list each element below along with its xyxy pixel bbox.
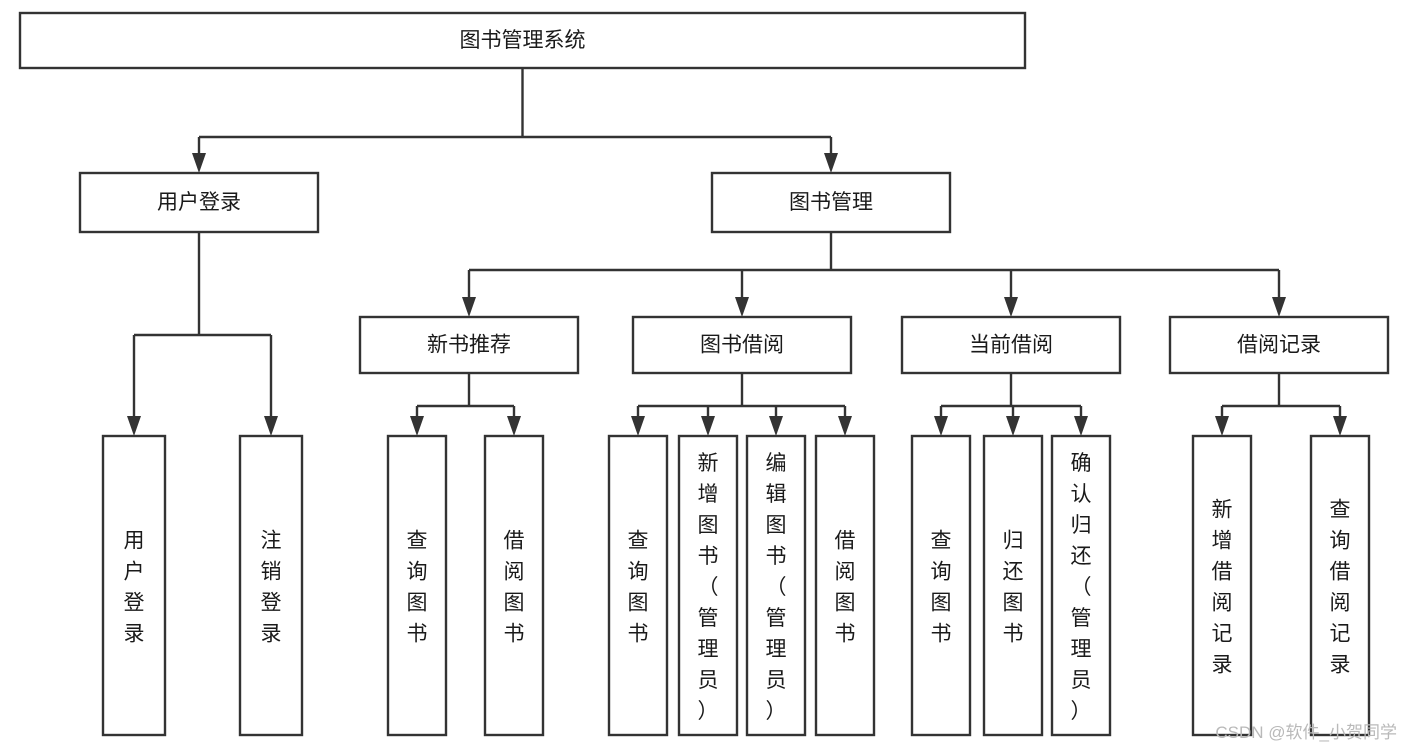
node-box-leaf-user-login[interactable] — [101, 434, 167, 737]
node-label-leaf-query-book-2: 查询图书 — [628, 530, 649, 646]
node-leaf-confirm-return[interactable]: 确认归还（管理员） — [1050, 434, 1112, 737]
node-box-leaf-query-book-3[interactable] — [910, 434, 972, 737]
arrow-head-borrow-record — [1272, 297, 1286, 317]
node-leaf-logout[interactable]: 注销登录 — [238, 434, 304, 737]
arrow-head-book-borrow — [735, 297, 749, 317]
node-user-login[interactable]: 用户登录 — [78, 171, 320, 234]
node-label-leaf-query-record: 查询借阅记录 — [1330, 499, 1351, 677]
node-label-leaf-query-book-3: 查询图书 — [931, 530, 952, 646]
node-leaf-add-record[interactable]: 新增借阅记录 — [1191, 434, 1253, 737]
node-leaf-edit-book[interactable]: 编辑图书（管理员） — [745, 434, 807, 737]
node-box-leaf-borrow-book-2[interactable] — [814, 434, 876, 737]
node-label-book-manage: 图书管理 — [789, 191, 873, 214]
arrow-head-leaf-borrow-book-1 — [507, 416, 521, 436]
node-label-root: 图书管理系统 — [460, 29, 586, 52]
node-current-borrow[interactable]: 当前借阅 — [900, 315, 1122, 375]
node-box-leaf-edit-book[interactable] — [745, 434, 807, 737]
arrow-head-book-manage — [824, 153, 838, 173]
node-leaf-query-book-3[interactable]: 查询图书 — [910, 434, 972, 737]
csdn-watermark: CSDN @软件_小贺同学 — [1215, 723, 1397, 742]
node-leaf-query-book-2[interactable]: 查询图书 — [607, 434, 669, 737]
node-leaf-borrow-book-1[interactable]: 借阅图书 — [483, 434, 545, 737]
node-book-borrow[interactable]: 图书借阅 — [631, 315, 853, 375]
node-box-current-borrow[interactable] — [900, 315, 1122, 375]
node-leaf-add-book[interactable]: 新增图书（管理员） — [677, 434, 739, 737]
node-label-leaf-add-record: 新增借阅记录 — [1212, 499, 1233, 677]
node-box-root[interactable] — [18, 11, 1027, 70]
node-label-leaf-user-login: 用户登录 — [124, 530, 145, 646]
node-box-leaf-query-record[interactable] — [1309, 434, 1371, 737]
node-label-leaf-add-book: 新增图书（管理员） — [698, 452, 719, 723]
node-label-leaf-borrow-book-1: 借阅图书 — [504, 530, 525, 646]
node-label-new-book-rec: 新书推荐 — [427, 334, 511, 357]
arrow-head-leaf-query-record — [1333, 416, 1347, 436]
node-box-book-borrow[interactable] — [631, 315, 853, 375]
node-box-leaf-add-book[interactable] — [677, 434, 739, 737]
connector-group-borrow-record — [1215, 373, 1347, 436]
node-label-book-borrow: 图书借阅 — [700, 334, 784, 357]
node-label-current-borrow: 当前借阅 — [969, 334, 1053, 357]
node-book-manage[interactable]: 图书管理 — [710, 171, 952, 234]
connector-group-current-borrow — [934, 373, 1088, 436]
node-box-user-login[interactable] — [78, 171, 320, 234]
node-root[interactable]: 图书管理系统 — [18, 11, 1027, 70]
connector-group-root — [192, 68, 838, 173]
arrow-head-leaf-edit-book — [769, 416, 783, 436]
node-borrow-record[interactable]: 借阅记录 — [1168, 315, 1390, 375]
node-label-leaf-confirm-return: 确认归还（管理员） — [1071, 452, 1092, 723]
node-leaf-borrow-book-2[interactable]: 借阅图书 — [814, 434, 876, 737]
node-layer: 图书管理系统用户登录图书管理新书推荐图书借阅当前借阅借阅记录用户登录注销登录查询… — [18, 11, 1390, 737]
node-box-borrow-record[interactable] — [1168, 315, 1390, 375]
connector-layer — [127, 68, 1347, 436]
node-box-new-book-rec[interactable] — [358, 315, 580, 375]
arrow-head-leaf-add-book — [701, 416, 715, 436]
arrow-head-leaf-add-record — [1215, 416, 1229, 436]
arrow-head-leaf-query-book-1 — [410, 416, 424, 436]
node-label-leaf-return-book: 归还图书 — [1003, 530, 1024, 646]
arrow-head-current-borrow — [1004, 297, 1018, 317]
arrow-head-leaf-return-book — [1006, 416, 1020, 436]
arrow-head-leaf-confirm-return — [1074, 416, 1088, 436]
node-label-leaf-query-book-1: 查询图书 — [407, 530, 428, 646]
arrow-head-user-login — [192, 153, 206, 173]
node-box-leaf-borrow-book-1[interactable] — [483, 434, 545, 737]
arrow-head-new-book-rec — [462, 297, 476, 317]
arrow-head-leaf-user-login — [127, 416, 141, 436]
node-box-leaf-add-record[interactable] — [1191, 434, 1253, 737]
node-box-book-manage[interactable] — [710, 171, 952, 234]
connector-group-book-borrow — [631, 373, 852, 436]
node-box-leaf-query-book-1[interactable] — [386, 434, 448, 737]
connector-group-book-manage — [462, 232, 1286, 317]
node-label-leaf-logout: 注销登录 — [261, 530, 282, 646]
node-label-user-login: 用户登录 — [157, 191, 241, 214]
arrow-head-leaf-query-book-2 — [631, 416, 645, 436]
arrow-head-leaf-borrow-book-2 — [838, 416, 852, 436]
node-label-borrow-record: 借阅记录 — [1237, 334, 1321, 357]
node-leaf-query-record[interactable]: 查询借阅记录 — [1309, 434, 1371, 737]
node-box-leaf-logout[interactable] — [238, 434, 304, 737]
node-label-leaf-borrow-book-2: 借阅图书 — [835, 530, 856, 646]
node-box-leaf-query-book-2[interactable] — [607, 434, 669, 737]
node-new-book-rec[interactable]: 新书推荐 — [358, 315, 580, 375]
node-box-leaf-confirm-return[interactable] — [1050, 434, 1112, 737]
node-leaf-query-book-1[interactable]: 查询图书 — [386, 434, 448, 737]
arrow-head-leaf-query-book-3 — [934, 416, 948, 436]
node-leaf-return-book[interactable]: 归还图书 — [982, 434, 1044, 737]
node-leaf-user-login[interactable]: 用户登录 — [101, 434, 167, 737]
connector-group-new-book-rec — [410, 373, 521, 436]
node-box-leaf-return-book[interactable] — [982, 434, 1044, 737]
arrow-head-leaf-logout — [264, 416, 278, 436]
connector-group-user-login — [127, 232, 278, 436]
node-label-leaf-edit-book: 编辑图书（管理员） — [766, 452, 787, 723]
